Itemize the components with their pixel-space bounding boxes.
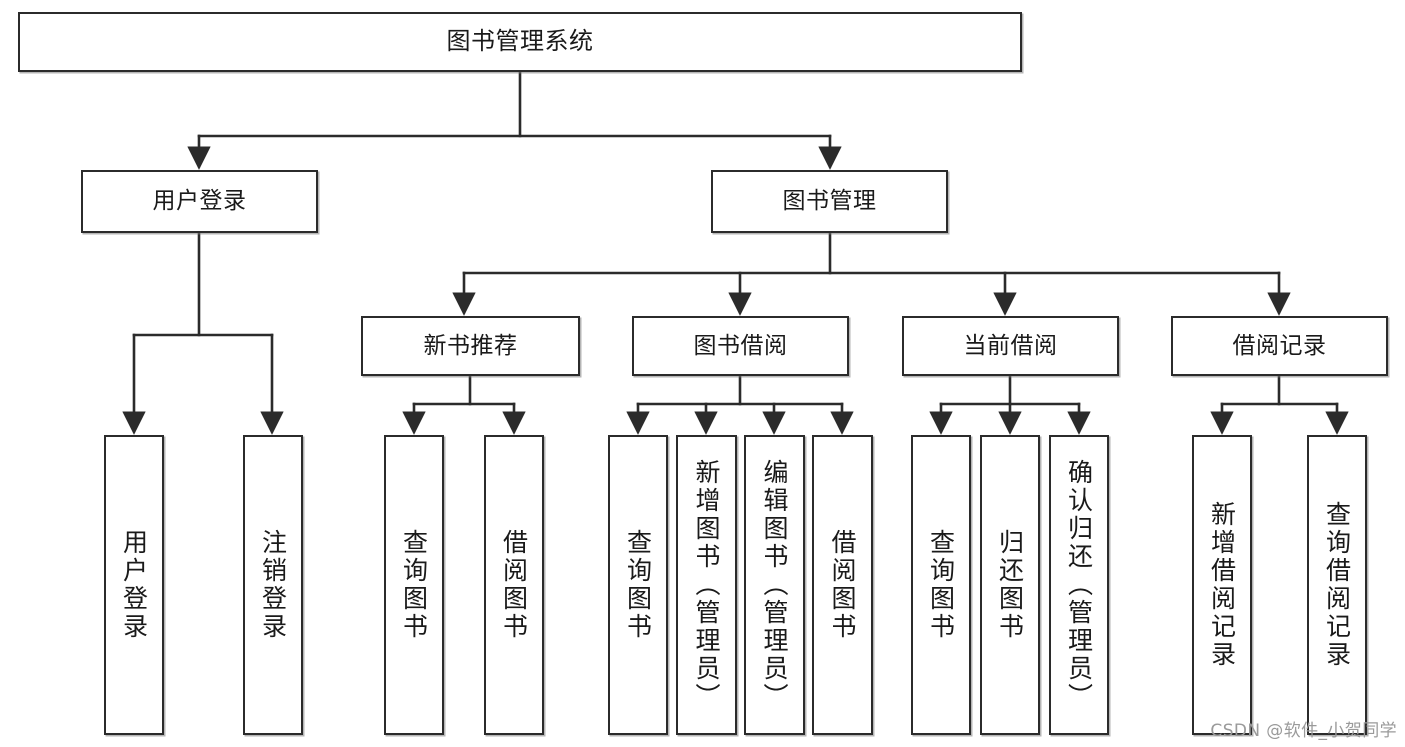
node-current-borrow[interactable]: 当前借阅 (902, 316, 1119, 376)
leaf-query-book-borrow[interactable]: 查询图书 (608, 435, 668, 735)
node-label: 确认归还（管理员） (1064, 459, 1094, 711)
node-book-management-system[interactable]: 图书管理系统 (18, 12, 1022, 72)
leaf-query-book-new-rec[interactable]: 查询图书 (384, 435, 444, 735)
leaf-query-book-current[interactable]: 查询图书 (911, 435, 971, 735)
node-label: 当前借阅 (963, 332, 1058, 359)
node-new-book-recommendation[interactable]: 新书推荐 (361, 316, 580, 376)
node-label: 查询图书 (399, 529, 429, 641)
node-label: 注销登录 (258, 529, 288, 641)
node-label: 新书推荐 (423, 332, 518, 359)
node-label: 查询图书 (623, 529, 653, 641)
node-label: 编辑图书（管理员） (760, 459, 789, 711)
leaf-query-borrow-record[interactable]: 查询借阅记录 (1307, 435, 1367, 735)
node-label: 图书借阅 (693, 332, 788, 359)
node-book-borrow[interactable]: 图书借阅 (632, 316, 849, 376)
node-label: 查询借阅记录 (1322, 501, 1352, 669)
node-label: 图书管理系统 (446, 27, 594, 56)
leaf-user-logout[interactable]: 注销登录 (243, 435, 303, 735)
node-user-login[interactable]: 用户登录 (81, 170, 318, 233)
leaf-borrow-book-new-rec[interactable]: 借阅图书 (484, 435, 544, 735)
node-label: 借阅记录 (1232, 332, 1327, 359)
csdn-watermark: CSDN @软件_小贺同学 (1210, 721, 1397, 741)
node-book-management[interactable]: 图书管理 (711, 170, 948, 233)
leaf-borrow-book-borrow[interactable]: 借阅图书 (812, 435, 873, 735)
node-label: 图书管理 (782, 188, 877, 215)
leaf-add-book-admin[interactable]: 新增图书（管理员） (676, 435, 737, 735)
node-borrow-record[interactable]: 借阅记录 (1171, 316, 1388, 376)
node-label: 借阅图书 (828, 529, 857, 641)
node-label: 用户登录 (119, 529, 149, 641)
leaf-user-login[interactable]: 用户登录 (104, 435, 164, 735)
node-label: 查询图书 (926, 529, 956, 641)
node-label: 新增图书（管理员） (692, 459, 721, 711)
node-label: 借阅图书 (499, 529, 529, 641)
leaf-confirm-return-admin[interactable]: 确认归还（管理员） (1049, 435, 1109, 735)
leaf-add-borrow-record[interactable]: 新增借阅记录 (1192, 435, 1252, 735)
leaf-edit-book-admin[interactable]: 编辑图书（管理员） (744, 435, 805, 735)
leaf-return-book[interactable]: 归还图书 (980, 435, 1040, 735)
node-label: 新增借阅记录 (1207, 501, 1237, 669)
node-label: 归还图书 (995, 529, 1025, 641)
node-label: 用户登录 (152, 188, 247, 215)
